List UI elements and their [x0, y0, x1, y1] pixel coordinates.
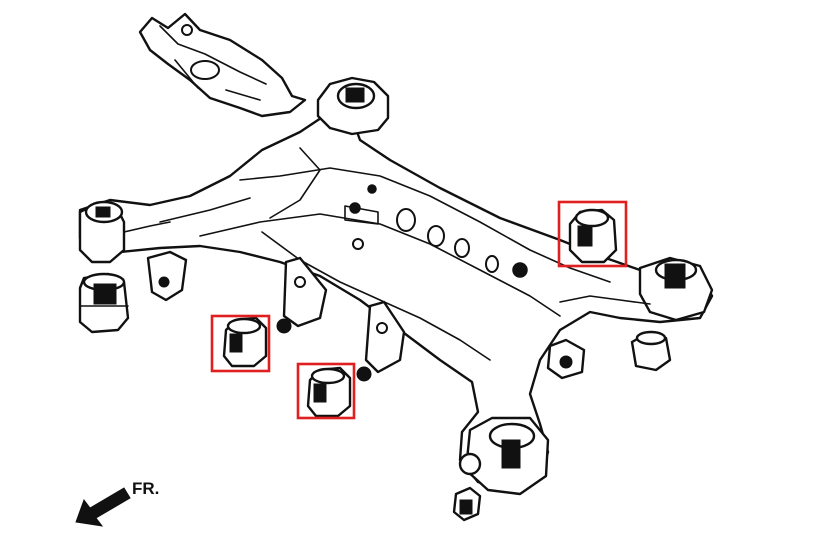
crossmember-holes [344, 184, 528, 278]
loose-bushing-right [546, 330, 672, 380]
upper-rear-mount [316, 76, 390, 136]
bushing-left-front [210, 314, 271, 373]
bushing-right-arm [557, 200, 628, 268]
highlight-box-left-center [296, 362, 356, 420]
front-brackets [276, 256, 406, 382]
highlight-box-left-front [210, 314, 271, 373]
crossmember-body [78, 110, 714, 494]
arrow-icon [75, 487, 131, 527]
left-lower-bracket [146, 250, 188, 302]
right-arm [559, 256, 714, 322]
highlight-box-right [557, 200, 628, 268]
bushing-left-center [296, 362, 356, 420]
loose-bushing-left [78, 272, 130, 334]
front-direction-arrow: FR. [75, 479, 159, 527]
heat-shield-plate [138, 12, 307, 118]
left-arm-bushing [78, 200, 171, 264]
lower-right-mount [452, 416, 550, 522]
direction-label: FR. [132, 479, 159, 498]
